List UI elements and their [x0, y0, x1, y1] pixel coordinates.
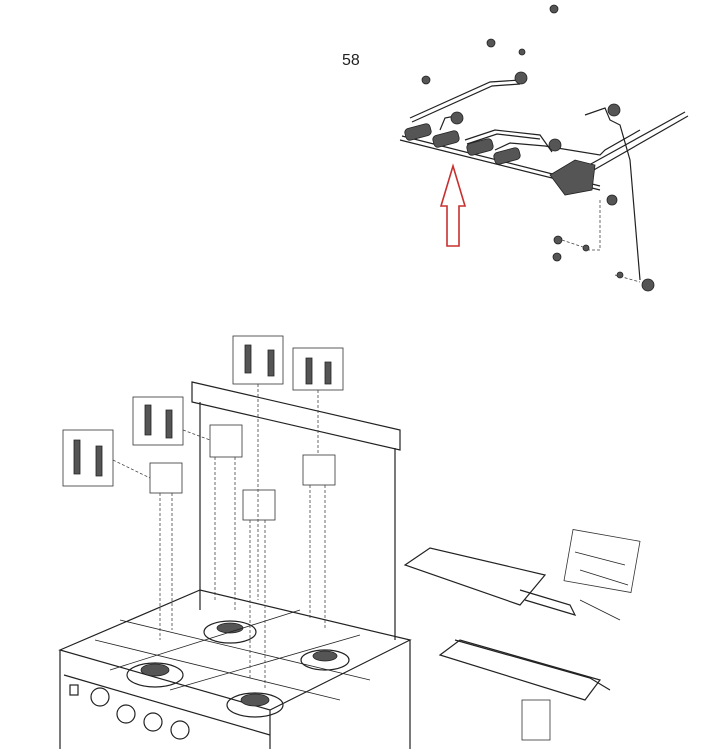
- part-number-label: 58: [342, 52, 360, 69]
- injector-detail-boxes: [62, 335, 344, 690]
- indicator-arrow: [439, 163, 467, 247]
- grill-assembly: [403, 529, 641, 741]
- burners: [126, 620, 350, 718]
- injector-nuts: [421, 4, 655, 292]
- cooker-body: [58, 381, 412, 749]
- control-knobs: [69, 684, 190, 740]
- burner-valve: [404, 123, 521, 165]
- gas-manifold-assembly: [399, 4, 689, 292]
